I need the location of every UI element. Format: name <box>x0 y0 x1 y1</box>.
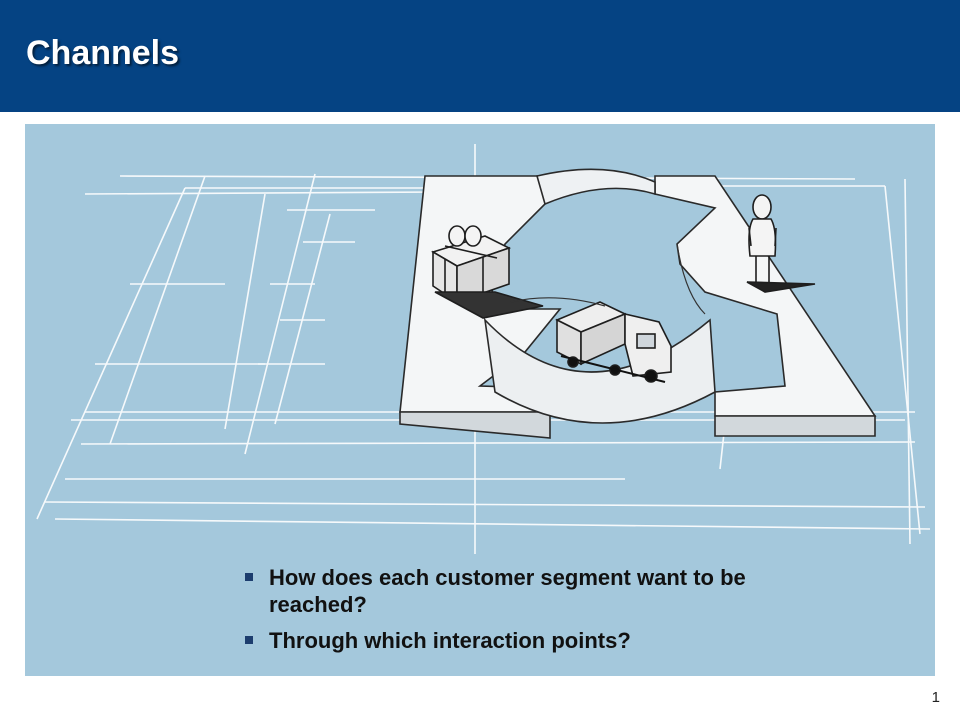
gift-box-icon <box>431 225 544 319</box>
sketch-grid <box>36 144 931 554</box>
bullet-text: Through which interaction points? <box>269 628 631 653</box>
content-panel: How does each customer segment want to b… <box>25 124 935 676</box>
bullet-text: How does each customer segment want to b… <box>269 565 746 617</box>
header-bar: Channels <box>0 0 960 112</box>
arc-top <box>536 168 656 206</box>
right-block-side <box>714 415 876 437</box>
flow-arrows <box>510 243 706 315</box>
person-icon <box>746 194 816 293</box>
channels-illustration <box>36 144 931 554</box>
bullet-square-icon <box>245 573 253 581</box>
left-block-side <box>399 411 551 439</box>
delivery-truck-icon <box>555 301 672 383</box>
slide-title: Channels <box>26 34 180 72</box>
bullet-list: How does each customer segment want to b… <box>243 564 843 663</box>
bullet-square-icon <box>245 636 253 644</box>
bullet-item: Through which interaction points? <box>243 627 843 654</box>
page-number: 1 <box>931 689 940 706</box>
arc-band <box>483 317 716 424</box>
bullet-item: How does each customer segment want to b… <box>243 564 843 618</box>
